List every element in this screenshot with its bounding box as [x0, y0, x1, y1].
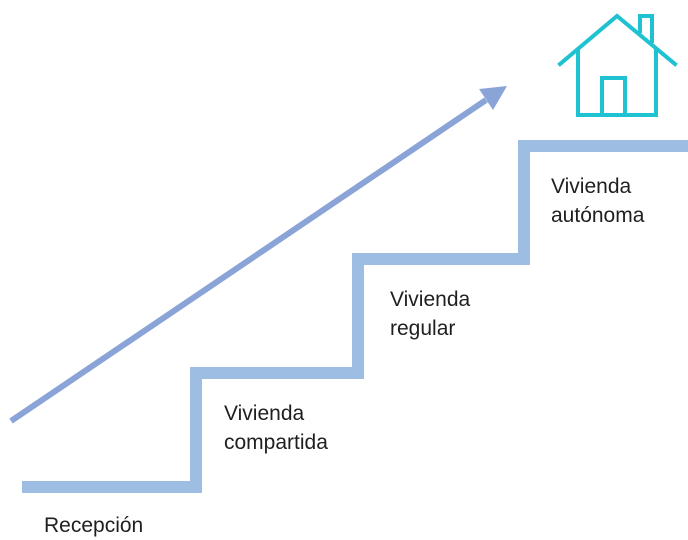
arrow-up-right-icon: [9, 86, 507, 424]
step-label-vivienda-regular: Vivienda regular: [390, 285, 470, 343]
step-label-line: compartida: [224, 431, 328, 454]
step-label-line: autónoma: [551, 204, 645, 227]
staircase-line: [22, 140, 688, 493]
step-label-vivienda-compartida: Vivienda compartida: [224, 399, 328, 457]
step-label-line: Vivienda: [224, 402, 305, 425]
step-label-line: Vivienda: [390, 288, 471, 311]
step-label-vivienda-autonoma: Vivienda autónoma: [551, 172, 644, 230]
house-icon: [557, 13, 678, 117]
step-label-line: Recepción: [44, 514, 144, 537]
step-label-line: regular: [390, 317, 456, 340]
step-label-recepcion: Recepción: [44, 511, 143, 540]
step-label-line: Vivienda: [551, 175, 632, 198]
